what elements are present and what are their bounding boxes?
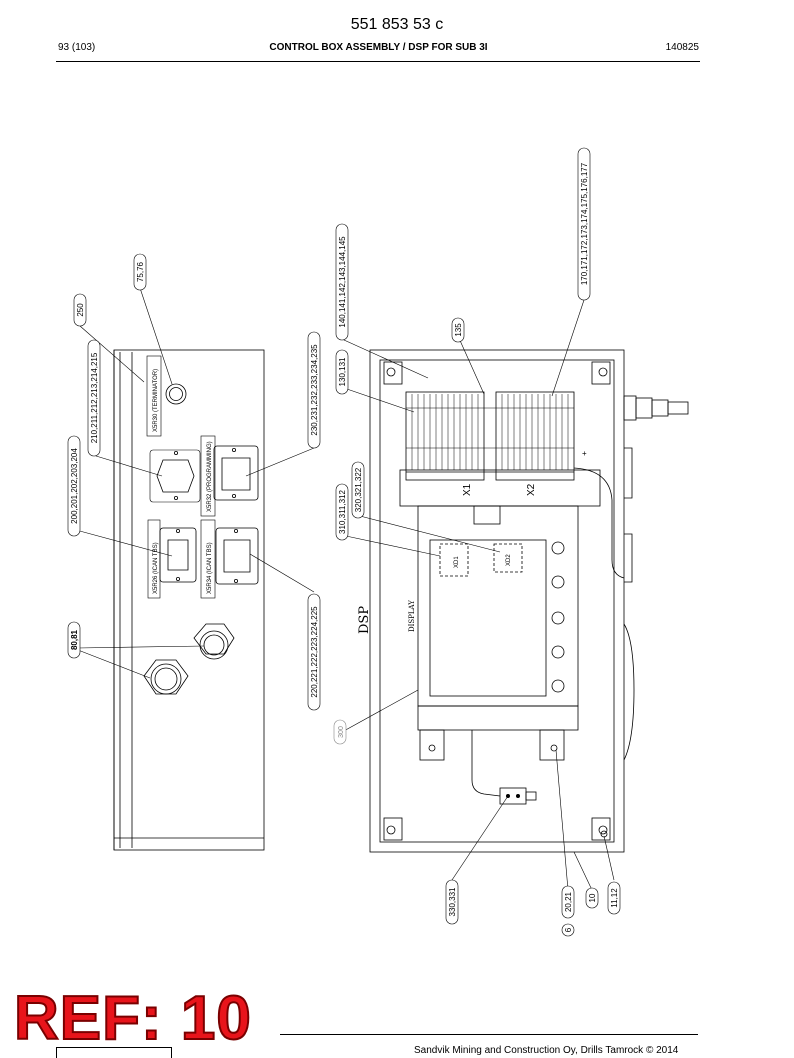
callout-200: 200,201,202,203,204 <box>67 435 81 537</box>
svg-text:10: 10 <box>588 893 597 902</box>
callout-210: 210,211,212,213,214,215 <box>87 339 101 457</box>
xd2-label: XD2 <box>506 554 512 566</box>
ref-stamp: REF: 10 <box>13 984 252 1053</box>
footer-rule <box>280 1034 698 1035</box>
callouts: 250 75,76 210,211,212,213,214,215 200,20… <box>67 147 621 937</box>
x2-label: X2 <box>526 483 537 496</box>
document-date: 140825 <box>665 42 699 53</box>
callout-320: 320,321,322 <box>351 461 365 519</box>
dsp-box-front <box>369 349 689 853</box>
callout-300: 300 <box>333 719 347 745</box>
svg-text:210,211,212,213,214,215: 210,211,212,213,214,215 <box>90 352 99 443</box>
header-rule <box>56 61 700 62</box>
callout-75-76: 75,76 <box>133 253 147 291</box>
document-number: 551 853 53 c <box>350 16 444 33</box>
svg-text:220,221,222,223,224,225: 220,221,222,223,224,225 <box>310 606 319 698</box>
svg-text:330,331: 330,331 <box>448 887 457 916</box>
callout-135: 135 <box>451 317 465 343</box>
svg-text:140,141,142,143,144,145: 140,141,142,143,144,145 <box>338 236 347 328</box>
terminal-pins <box>411 394 569 470</box>
callout-11-12: 11,12 <box>607 881 621 915</box>
dsp-title: DSP <box>357 606 372 634</box>
leader-lines <box>75 287 615 891</box>
svg-text:250: 250 <box>76 303 85 317</box>
callout-170: 170,171,172,173,174,175,176,177 <box>577 147 591 301</box>
svg-text:300: 300 <box>338 726 345 738</box>
display-label: DISPLAY <box>408 600 416 632</box>
control-box-side-view <box>113 349 265 851</box>
svg-text:130,131: 130,131 <box>338 357 347 386</box>
ican-right-label: X5R34 (ICAN TBS) <box>207 542 213 594</box>
svg-text:135: 135 <box>454 323 463 337</box>
svg-text:230,231,232,233,234,235: 230,231,232,233,234,235 <box>310 344 319 436</box>
terminator-label: X5R30 (TERMINATOR) <box>153 369 159 432</box>
svg-text:80,81: 80,81 <box>70 629 79 650</box>
callout-310: 310,311,312 <box>335 483 349 541</box>
dsp-labels: DSP DISPLAY X1 X2 XD1 XD2 + <box>357 449 587 634</box>
callout-140: 140,141,142,143,144,145 <box>335 223 349 341</box>
callout-130-131: 130,131 <box>335 349 349 395</box>
footer-copyright: Sandvik Mining and Construction Oy, Dril… <box>414 1045 679 1056</box>
svg-text:320,321,322: 320,321,322 <box>354 467 363 512</box>
callout-20-21: 20,21 <box>561 885 575 919</box>
callout-80-81: 80,81 <box>67 621 81 659</box>
page-title: CONTROL BOX ASSEMBLY / DSP FOR SUB 3I <box>269 42 488 53</box>
connector-labels: X5R30 (TERMINATOR) X5R32 (PROGRAMMING) X… <box>153 369 213 594</box>
svg-text:170,171,172,173,174,175,176,17: 170,171,172,173,174,175,176,177 <box>580 162 589 285</box>
callout-250: 250 <box>73 293 87 327</box>
svg-text:11,12: 11,12 <box>610 888 619 908</box>
callout-6: 6 <box>561 923 575 937</box>
svg-text:20,21: 20,21 <box>564 891 573 912</box>
svg-text:75,76: 75,76 <box>136 261 145 282</box>
plus-mark: + <box>582 449 587 458</box>
x1-label: X1 <box>462 483 473 496</box>
callout-220: 220,221,222,223,224,225 <box>307 593 321 711</box>
ican-left-label: X5R26 (ICAN TBS) <box>153 542 159 594</box>
svg-text:6: 6 <box>564 927 573 932</box>
xd1-label: XD1 <box>454 556 460 568</box>
callout-230: 230,231,232,233,234,235 <box>307 331 321 449</box>
callout-10: 10 <box>585 887 599 909</box>
callout-330: 330,331 <box>445 879 459 925</box>
svg-text:310,311,312: 310,311,312 <box>338 490 347 534</box>
programming-label: X5R32 (PROGRAMMING) <box>207 441 213 512</box>
page-header: 93 (103) CONTROL BOX ASSEMBLY / DSP FOR … <box>58 42 699 56</box>
page-index: 93 (103) <box>58 42 96 53</box>
svg-text:200,201,202,203,204: 200,201,202,203,204 <box>70 448 79 524</box>
